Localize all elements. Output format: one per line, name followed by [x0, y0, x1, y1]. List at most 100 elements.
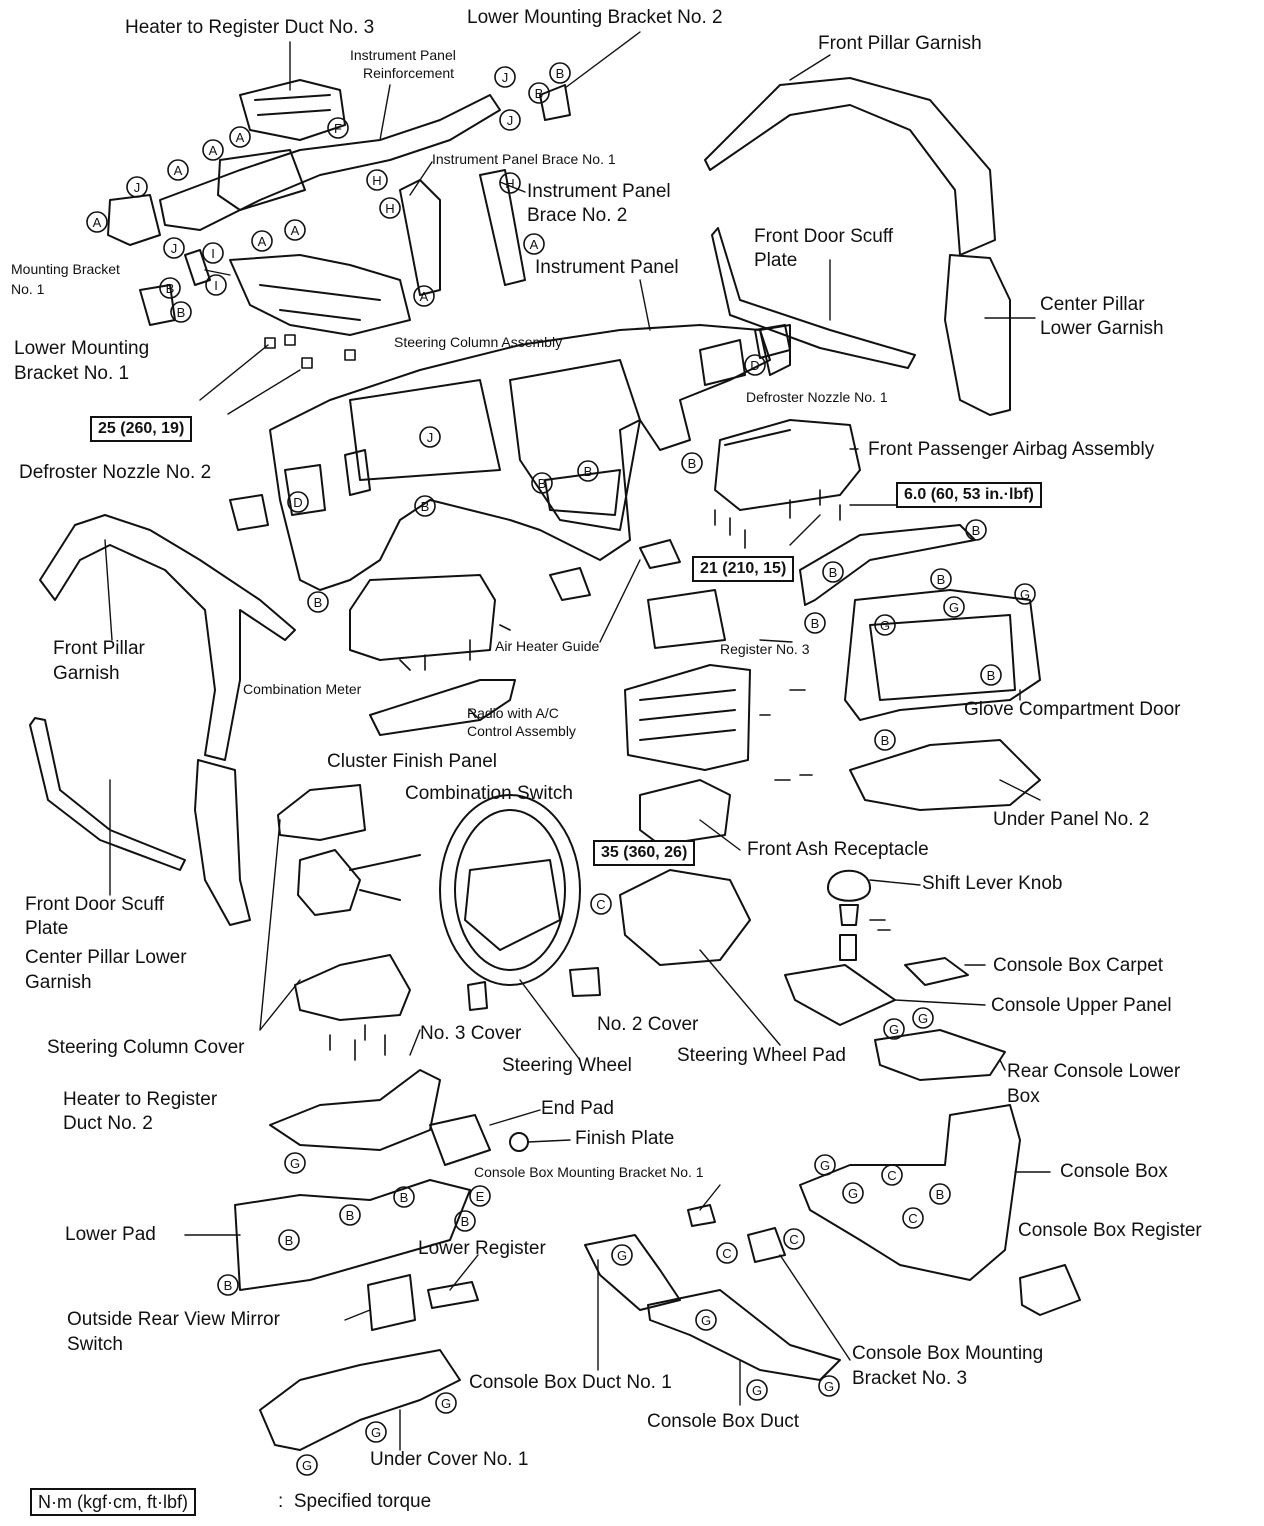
label-console-box: Console Box	[1060, 1161, 1168, 1182]
label-combination-meter: Combination Meter	[243, 681, 362, 697]
label-ip-reinforcement-line1: Instrument Panel	[350, 47, 456, 63]
steering-column-cover-upper-drawing	[277, 784, 366, 841]
svg-text:H: H	[372, 173, 381, 188]
svg-text:B: B	[937, 572, 946, 587]
svg-text:B: B	[314, 595, 323, 610]
label-console-duct: Console Box Duct	[647, 1411, 800, 1432]
svg-text:C: C	[887, 1168, 896, 1183]
combination-meter-drawing	[349, 574, 496, 661]
svg-text:A: A	[93, 215, 102, 230]
label-front-door-scuff-right-line2: Plate	[754, 250, 798, 271]
label-no2-cover: No. 2 Cover	[597, 1014, 699, 1035]
svg-text:A: A	[209, 143, 218, 158]
defroster-nozzle-1-drawing	[754, 324, 791, 359]
svg-text:B: B	[400, 1190, 409, 1205]
label-heater-duct-2-line1: Heater to Register	[63, 1089, 218, 1110]
console-duct-1-drawing	[584, 1234, 681, 1311]
heater-duct-2-drawing	[269, 1069, 441, 1151]
defroster-nozzle-2-drawing	[229, 494, 269, 531]
svg-text:B: B	[987, 668, 996, 683]
label-center-pillar-left-line1: Center Pillar Lower	[25, 947, 187, 968]
label-under-panel-2: Under Panel No. 2	[993, 809, 1150, 830]
svg-text:G: G	[848, 1186, 858, 1201]
rear-console-lower-drawing	[874, 1029, 1006, 1081]
leader-lines	[104, 31, 1051, 1451]
svg-text:J: J	[427, 430, 434, 445]
radio-ac-drawing	[624, 664, 751, 771]
register-3-drawing	[647, 589, 726, 649]
svg-text:B: B	[881, 733, 890, 748]
label-lower-bracket-1-line1: Lower Mounting	[14, 338, 150, 359]
under-panel-2-drawing	[849, 739, 1041, 811]
svg-text:I: I	[214, 278, 218, 293]
label-rear-console-lower-line1: Rear Console Lower	[1007, 1061, 1181, 1082]
label-lower-bracket-1-line2: Bracket No. 1	[14, 363, 130, 384]
svg-text:A: A	[530, 237, 539, 252]
console-bracket-3-drawing	[747, 1227, 786, 1263]
cluster-finish-panel-drawing	[369, 679, 516, 736]
label-front-pillar-garnish-right: Front Pillar Garnish	[818, 33, 982, 54]
label-ip-reinforcement-line2: Reinforcement	[363, 65, 455, 81]
label-mirror-switch-line1: Outside Rear View Mirror	[67, 1309, 280, 1330]
svg-text:H: H	[385, 201, 394, 216]
label-lower-pad: Lower Pad	[65, 1224, 156, 1245]
svg-text:A: A	[174, 163, 183, 178]
torque-spec-4: 35 (360, 26)	[593, 840, 696, 866]
label-radio-ac-line2: Control Assembly	[467, 723, 576, 739]
label-steering-wheel: Steering Wheel	[502, 1055, 632, 1076]
lower-register-drawing	[427, 1281, 479, 1309]
under-cover-1-drawing	[259, 1349, 461, 1451]
svg-text:J: J	[134, 180, 141, 195]
torque-legend-text: : Specified torque	[278, 1491, 432, 1512]
callout-letters: FJJ BB AAA JA HHH AAJ IIA BBA DJD BBB BB…	[93, 66, 1030, 1473]
steering-column-cover-lower-drawing	[294, 954, 411, 1021]
reference-callout-circles	[86, 62, 1036, 1476]
label-front-pillar-garnish-left-line1: Front Pillar	[53, 638, 145, 659]
air-heater-guide-2-drawing	[639, 539, 681, 569]
svg-text:G: G	[889, 1022, 899, 1037]
end-pad-drawing	[429, 1114, 491, 1166]
svg-text:B: B	[829, 565, 838, 580]
label-mirror-switch-line2: Switch	[67, 1334, 123, 1355]
passenger-airbag-drawing	[714, 419, 861, 511]
svg-text:B: B	[461, 1214, 470, 1229]
svg-text:C: C	[722, 1246, 731, 1261]
svg-text:B: B	[166, 281, 175, 296]
label-console-duct-1: Console Box Duct No. 1	[469, 1372, 672, 1393]
label-console-bracket-3-line1: Console Box Mounting	[852, 1343, 1044, 1364]
label-cluster-finish-panel: Cluster Finish Panel	[327, 751, 498, 772]
console-upper-panel-drawing	[784, 964, 896, 1026]
svg-text:B: B	[688, 456, 697, 471]
svg-text:G: G	[880, 618, 890, 633]
torque-spec-1: 25 (260, 19)	[90, 416, 193, 442]
label-heater-duct-3: Heater to Register Duct No. 3	[125, 17, 375, 38]
svg-text:G: G	[1020, 587, 1030, 602]
svg-text:I: I	[211, 246, 215, 261]
steering-wheel-pad-drawing	[619, 869, 751, 966]
console-duct-drawing	[647, 1289, 841, 1381]
torque-spec-2: 6.0 (60, 53 in.·lbf)	[896, 482, 1042, 508]
svg-text:F: F	[334, 121, 342, 136]
lower-pad-drawing	[234, 1179, 471, 1291]
svg-text:B: B	[421, 499, 430, 514]
svg-text:G: G	[290, 1156, 300, 1171]
label-front-door-scuff-right-line1: Front Door Scuff	[754, 226, 894, 247]
svg-text:G: G	[701, 1313, 711, 1328]
front-door-scuff-right-drawing	[711, 227, 916, 369]
svg-text:B: B	[346, 1208, 355, 1223]
label-under-cover-1: Under Cover No. 1	[370, 1449, 529, 1470]
svg-text:G: G	[617, 1248, 627, 1263]
steering-wheel-drawing	[439, 794, 581, 986]
svg-text:B: B	[177, 305, 186, 320]
front-pillar-garnish-left-drawing	[39, 514, 296, 761]
svg-text:G: G	[949, 600, 959, 615]
label-lower-bracket-2: Lower Mounting Bracket No. 2	[467, 7, 723, 28]
mirror-switch-drawing	[367, 1274, 416, 1331]
svg-text:B: B	[556, 66, 565, 81]
svg-text:H: H	[505, 176, 514, 191]
svg-text:B: B	[972, 523, 981, 538]
label-console-box-carpet: Console Box Carpet	[993, 955, 1164, 976]
svg-text:G: G	[752, 1383, 762, 1398]
label-combination-switch: Combination Switch	[405, 783, 573, 804]
svg-text:A: A	[291, 223, 300, 238]
